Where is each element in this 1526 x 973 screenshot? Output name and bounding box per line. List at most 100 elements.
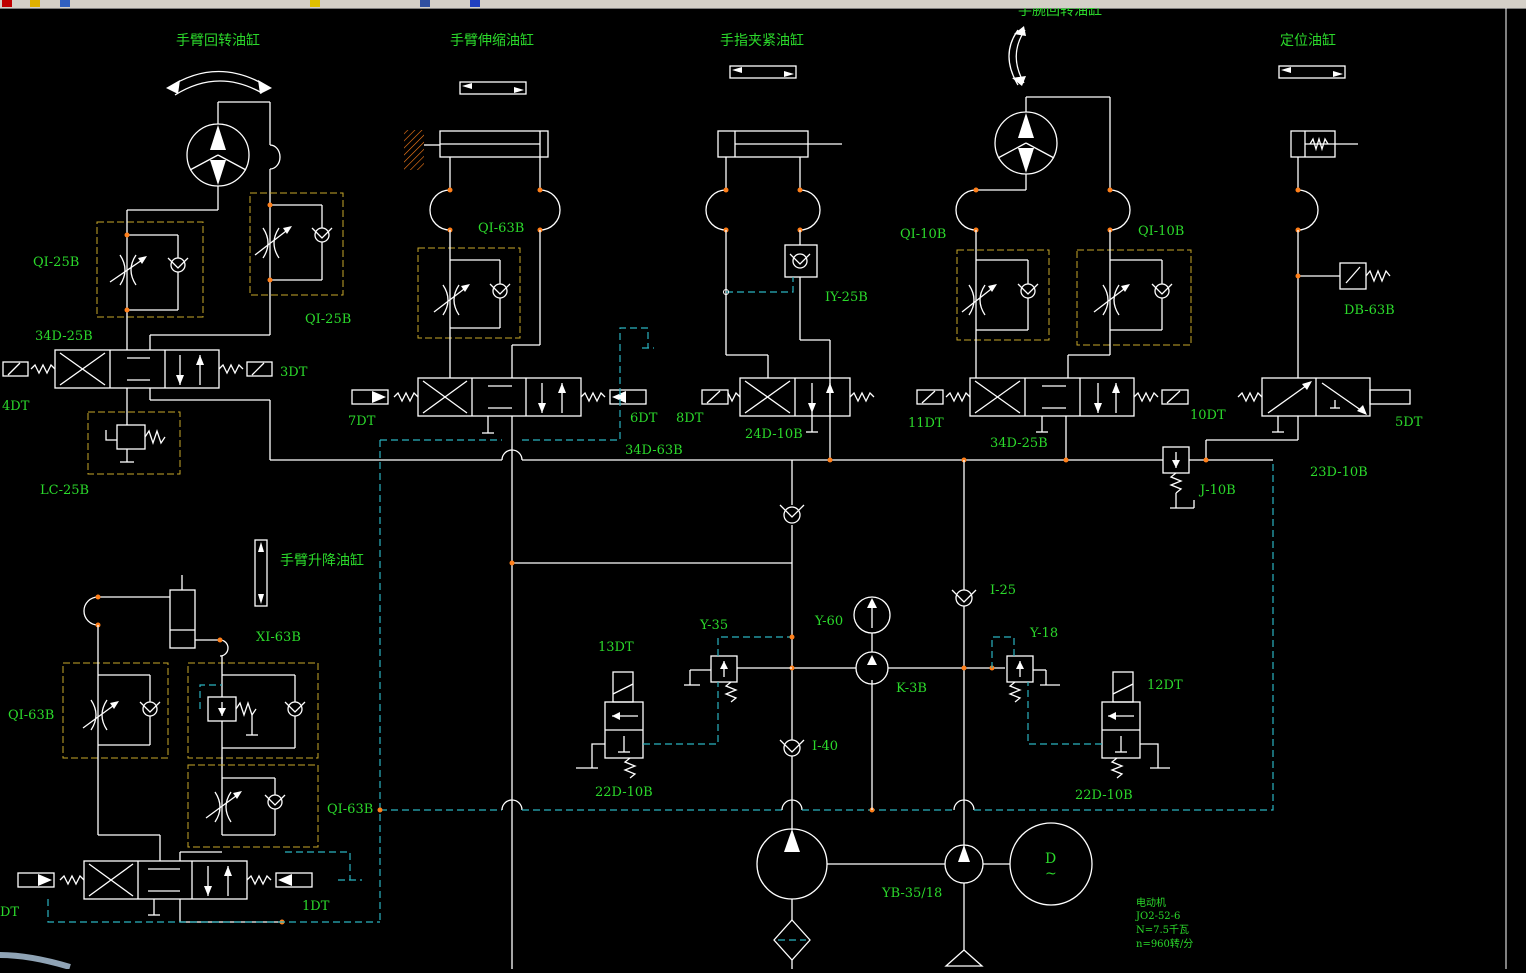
- label-qi10b-left: QI-10B: [900, 227, 946, 242]
- cylinder-arm-extend[interactable]: [404, 130, 561, 378]
- cylinder-arm-lift[interactable]: [83, 575, 229, 657]
- throttle-check-valve-qi25b-left[interactable]: [96, 210, 204, 350]
- check-valve-i25[interactable]: [951, 589, 977, 850]
- label-6dt: 6DT: [630, 411, 658, 426]
- cylinder-title-arm-rotate: 手臂回转油缸: [176, 32, 260, 49]
- sequence-valve-xi63b[interactable]: [187, 656, 319, 835]
- toolbar-icon[interactable]: [30, 0, 40, 7]
- solenoid-valve-12dt[interactable]: [1027, 671, 1170, 779]
- motor-note-line-3: N=7.5千瓦: [1136, 924, 1189, 936]
- throttle-check-valve-qi63b-top[interactable]: [417, 230, 521, 378]
- label-1dt: 1DT: [302, 899, 330, 914]
- toolbar-icon[interactable]: [470, 0, 480, 7]
- electric-motor[interactable]: D ~: [1009, 822, 1093, 906]
- motion-arrow-finger-clamp: [729, 65, 797, 79]
- toolbar-icon[interactable]: [2, 0, 12, 7]
- pressure-valve-lc25b[interactable]: [87, 411, 181, 475]
- check-valve-i40[interactable]: [779, 739, 805, 830]
- main-pressure-line: [270, 449, 1273, 740]
- label-db63b: DB-63B: [1344, 303, 1395, 318]
- label-qi63b-top: QI-63B: [478, 221, 524, 236]
- label-22d10b-right: 22D-10B: [1075, 788, 1133, 803]
- motor-note-line-4: n=960转/分: [1136, 937, 1193, 950]
- cylinder-locate[interactable]: [1290, 130, 1358, 378]
- label-13dt: 13DT: [598, 640, 634, 655]
- check-valve-upper[interactable]: [779, 504, 805, 524]
- cylinder-title-wrist-rotate: 手腕回转油缸: [1018, 8, 1102, 19]
- relief-valve-y35[interactable]: [684, 634, 795, 703]
- throttle-check-valve-qi63b-bottom[interactable]: [187, 764, 319, 848]
- motion-arrow-arm-rotate: [166, 70, 272, 96]
- motion-arrow-locate: [1278, 65, 1346, 79]
- label-xi63b: XI-63B: [256, 630, 301, 645]
- directional-valve-23d10b[interactable]: [1205, 377, 1411, 460]
- rotary-actuator-arm[interactable]: [127, 101, 281, 335]
- cylinder-title-arm-extend: 手臂伸缩油缸: [450, 32, 534, 49]
- label-11dt: 11DT: [908, 416, 944, 431]
- filter-symbol: [773, 919, 811, 969]
- double-pump-yb3518[interactable]: [756, 828, 1010, 950]
- motion-arrow-wrist-rotate: [1008, 26, 1026, 86]
- label-y60: Y-60: [814, 614, 843, 629]
- motion-arrow-arm-extend: [459, 81, 527, 95]
- pressure-switch-db63b[interactable]: [1339, 262, 1391, 290]
- label-34d63b: 34D-63B: [625, 443, 683, 458]
- label-3dt: 3DT: [280, 365, 308, 380]
- label-34d25b-left: 34D-25B: [35, 329, 93, 344]
- tank-symbol: [944, 949, 984, 967]
- throttle-check-valve-qi25b-right[interactable]: [249, 192, 344, 296]
- gauge-switch-k3b[interactable]: [789, 633, 1006, 685]
- directional-valve-34d25b-right[interactable]: [916, 377, 1189, 460]
- rotary-actuator-wrist[interactable]: [955, 96, 1131, 233]
- directional-valve-34d63b[interactable]: [351, 377, 647, 969]
- label-2dt: DT: [0, 905, 19, 920]
- cylinder-finger-clamp[interactable]: [705, 130, 842, 460]
- pressure-gauge-y60[interactable]: [853, 596, 891, 634]
- label-k3b: K-3B: [896, 681, 927, 696]
- toolbar-icon[interactable]: [310, 0, 320, 7]
- label-12dt: 12DT: [1147, 678, 1183, 693]
- label-7dt: 7DT: [348, 414, 376, 429]
- motor-symbol-d: D: [1045, 851, 1056, 867]
- cad-toolbar: [0, 0, 1526, 9]
- label-5dt: 5DT: [1395, 415, 1423, 430]
- cylinder-title-arm-lift: 手臂升降油缸: [280, 552, 364, 569]
- label-23d10b: 23D-10B: [1310, 465, 1368, 480]
- label-8dt: 8DT: [676, 411, 704, 426]
- label-qi10b-right: QI-10B: [1138, 224, 1184, 239]
- label-j10b: J-10B: [1198, 483, 1236, 498]
- throttle-check-valve-qi63b-left[interactable]: [62, 625, 169, 835]
- directional-valve-34d25b-left[interactable]: [2, 334, 273, 460]
- motor-note-line-2: JO2-52-6: [1135, 911, 1180, 922]
- motor-symbol-ac: ~: [1045, 866, 1057, 882]
- scroll-corner-widget[interactable]: [0, 952, 71, 970]
- toolbar-icon[interactable]: [420, 0, 430, 7]
- throttle-check-valve-qi10b-right[interactable]: [1067, 230, 1192, 378]
- label-qi63b-left: QI-63B: [8, 708, 54, 723]
- relief-valve-y18[interactable]: [991, 636, 1060, 703]
- label-i25: I-25: [990, 583, 1016, 598]
- pressure-reducing-valve-j10b[interactable]: [1162, 446, 1206, 509]
- directional-valve-24d10b[interactable]: [701, 377, 875, 433]
- label-i40: I-40: [812, 739, 838, 754]
- toolbar-icon[interactable]: [60, 0, 70, 7]
- label-qi25b-left: QI-25B: [33, 255, 79, 270]
- cylinder-title-locate: 定位油缸: [1280, 32, 1336, 49]
- label-yb3518: YB-35/18: [881, 886, 942, 901]
- label-24d10b: 24D-10B: [745, 427, 803, 442]
- label-22d10b-left: 22D-10B: [595, 785, 653, 800]
- motion-arrow-arm-lift: [254, 539, 268, 607]
- throttle-check-valve-qi10b-left[interactable]: [956, 230, 1050, 378]
- pilot-lines: [377, 327, 1274, 920]
- label-y18: Y-18: [1029, 626, 1058, 641]
- solenoid-valve-13dt[interactable]: [576, 671, 719, 779]
- label-34d25b-right: 34D-25B: [990, 436, 1048, 451]
- motor-note-line-1: 电动机: [1136, 896, 1166, 909]
- check-valve-iy25b[interactable]: [723, 244, 818, 295]
- label-4dt: 4DT: [2, 399, 30, 414]
- label-qi25b-right: QI-25B: [305, 312, 351, 327]
- directional-valve-arm-lift[interactable]: [17, 834, 380, 925]
- label-10dt: 10DT: [1190, 408, 1226, 423]
- cylinder-title-finger-clamp: 手指夹紧油缸: [720, 32, 804, 49]
